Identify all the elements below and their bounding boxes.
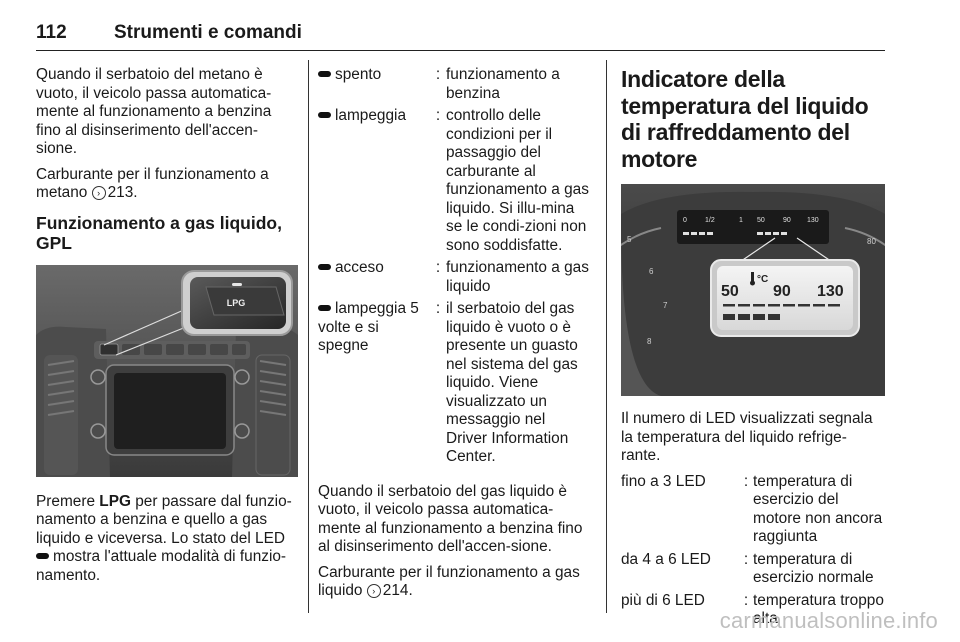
table-term: da 4 a 6 LED xyxy=(621,550,711,568)
dial-numeral: 7 xyxy=(663,301,668,310)
temp-unit-label: °C xyxy=(757,274,768,285)
watermark: carmanualsonline.info xyxy=(719,608,938,633)
dial-numeral: 80 xyxy=(867,237,876,246)
section-heading-coolant: Indicatore della temperatura del liquido… xyxy=(621,66,869,172)
table-row: lampeggia : controllo delle condizioni p… xyxy=(318,107,590,255)
temp-zoom-label: 130 xyxy=(817,283,844,300)
lpg-key-label: LPG xyxy=(227,298,246,308)
table-colon: : xyxy=(435,259,441,276)
column-3: Indicatore della temperatura del liquido… xyxy=(621,66,885,629)
dial-numeral: 5 xyxy=(627,235,632,244)
table-colon: : xyxy=(743,472,749,490)
paragraph-text: mostra l'attuale modalità di funzio-name… xyxy=(36,548,287,584)
fuel-scale-label: 0 xyxy=(683,217,687,224)
led-indicator-icon xyxy=(36,553,49,559)
thermometer-icon xyxy=(750,272,755,286)
led-indicator-icon xyxy=(318,264,331,270)
page-number: 112 xyxy=(36,22,67,43)
table-term: acceso xyxy=(318,259,430,296)
table-row: più di 6 LED : temperatura troppo alta xyxy=(621,592,885,629)
table-term: lampeggia xyxy=(318,107,430,255)
page-ref-link[interactable]: 214. xyxy=(382,582,413,599)
table-desc: il serbatoio del gas liquido è vuoto o è… xyxy=(446,300,578,465)
table-colon: : xyxy=(435,66,441,83)
paragraph-lpg-ref: Carburante per il funzionamento a gas li… xyxy=(318,564,590,601)
table-desc: controllo delle condizioni per il passag… xyxy=(446,107,589,254)
temp-scale-label: 130 xyxy=(807,217,819,224)
paragraph-text: Carburante per il funzionamento a gas li… xyxy=(318,563,580,600)
temp-zoom-label: 90 xyxy=(773,283,791,300)
table-term: fino a 3 LED xyxy=(621,472,706,490)
dial-numeral: 8 xyxy=(647,337,652,346)
led-status-table: spento : funzionamento a benzina lampegg… xyxy=(318,66,590,467)
table-row: da 4 a 6 LED : temperatura di esercizio … xyxy=(621,551,885,588)
table-row: fino a 3 LED : temperatura di esercizio … xyxy=(621,473,885,547)
table-desc: funzionamento a benzina xyxy=(446,66,560,102)
table-colon: : xyxy=(435,107,441,124)
table-colon: : xyxy=(435,300,441,317)
paragraph-text: per passare dal funzio-namento a benzina… xyxy=(36,492,292,547)
table-desc: temperatura troppo alta xyxy=(753,591,884,628)
fuel-scale-label: 1 xyxy=(739,217,743,224)
running-title: Strumenti e comandi xyxy=(114,22,302,43)
temp-scale-label: 50 xyxy=(757,217,765,224)
table-term: spento xyxy=(318,66,430,103)
term-text: acceso xyxy=(335,259,384,276)
term-text: lampeggia xyxy=(335,107,407,124)
led-indicator-icon xyxy=(318,71,331,77)
temp-scale-label: 90 xyxy=(783,217,791,224)
table-desc: temperatura di esercizio normale xyxy=(753,550,874,587)
page-ref-icon: › xyxy=(91,186,106,200)
coolant-gauge-photo: 5 6 7 8 60 80 0 1/2 1 50 90 130 50 90 xyxy=(621,184,885,396)
coolant-led-table: fino a 3 LED : temperatura di esercizio … xyxy=(621,473,885,629)
led-indicator-icon xyxy=(318,112,331,118)
paragraph-text: Premere xyxy=(36,492,96,510)
column-2: spento : funzionamento a benzina lampegg… xyxy=(318,66,590,608)
page-header: 112 Strumenti e comandi xyxy=(36,22,885,52)
table-row: lampeggia 5 volte e si spegne : il serba… xyxy=(318,300,590,467)
term-text: spento xyxy=(335,66,382,83)
paragraph-lpg-empty: Quando il serbatoio del gas liquido è vu… xyxy=(318,482,583,556)
lpg-keyword: LPG xyxy=(99,492,131,510)
table-row: acceso : funzionamento a gas liquido xyxy=(318,259,590,296)
paragraph-methane-empty: Quando il serbatoio del metano è vuoto, … xyxy=(36,66,272,157)
led-indicator-icon xyxy=(318,305,331,311)
temp-zoom-label: 50 xyxy=(721,283,739,300)
paragraph-lpg-usage: Premere LPG per passare dal funzio-namen… xyxy=(36,493,298,586)
header-rule xyxy=(36,50,885,51)
column-divider-2 xyxy=(606,60,607,613)
table-desc: temperatura di esercizio del motore non … xyxy=(753,472,883,546)
lpg-button-photo: LPG xyxy=(36,264,298,477)
term-text: lampeggia 5 volte e si spegne xyxy=(318,300,419,354)
paragraph-methane-ref: Carburante per il funzionamento a metano… xyxy=(36,166,298,203)
table-row: spento : funzionamento a benzina xyxy=(318,66,590,103)
paragraph-led-count: Il numero di LED visualizzati segnala la… xyxy=(621,410,873,464)
table-term: più di 6 LED xyxy=(621,591,705,609)
column-1: Quando il serbatoio del metano è vuoto, … xyxy=(36,66,298,592)
dial-numeral: 6 xyxy=(649,267,654,276)
table-colon: : xyxy=(743,591,749,609)
paragraph-text: Carburante per il funzionamento a metano xyxy=(36,165,269,202)
column-divider-1 xyxy=(308,60,309,613)
table-colon: : xyxy=(743,550,749,568)
fuel-scale-label: 1/2 xyxy=(705,217,715,224)
page-ref-link[interactable]: 213. xyxy=(107,184,138,201)
section-heading-lpg: Funzionamento a gas liquido, GPL xyxy=(36,212,282,253)
page-ref-icon: › xyxy=(366,584,381,598)
table-term: lampeggia 5 volte e si spegne xyxy=(318,300,430,467)
table-desc: funzionamento a gas liquido xyxy=(446,259,589,295)
